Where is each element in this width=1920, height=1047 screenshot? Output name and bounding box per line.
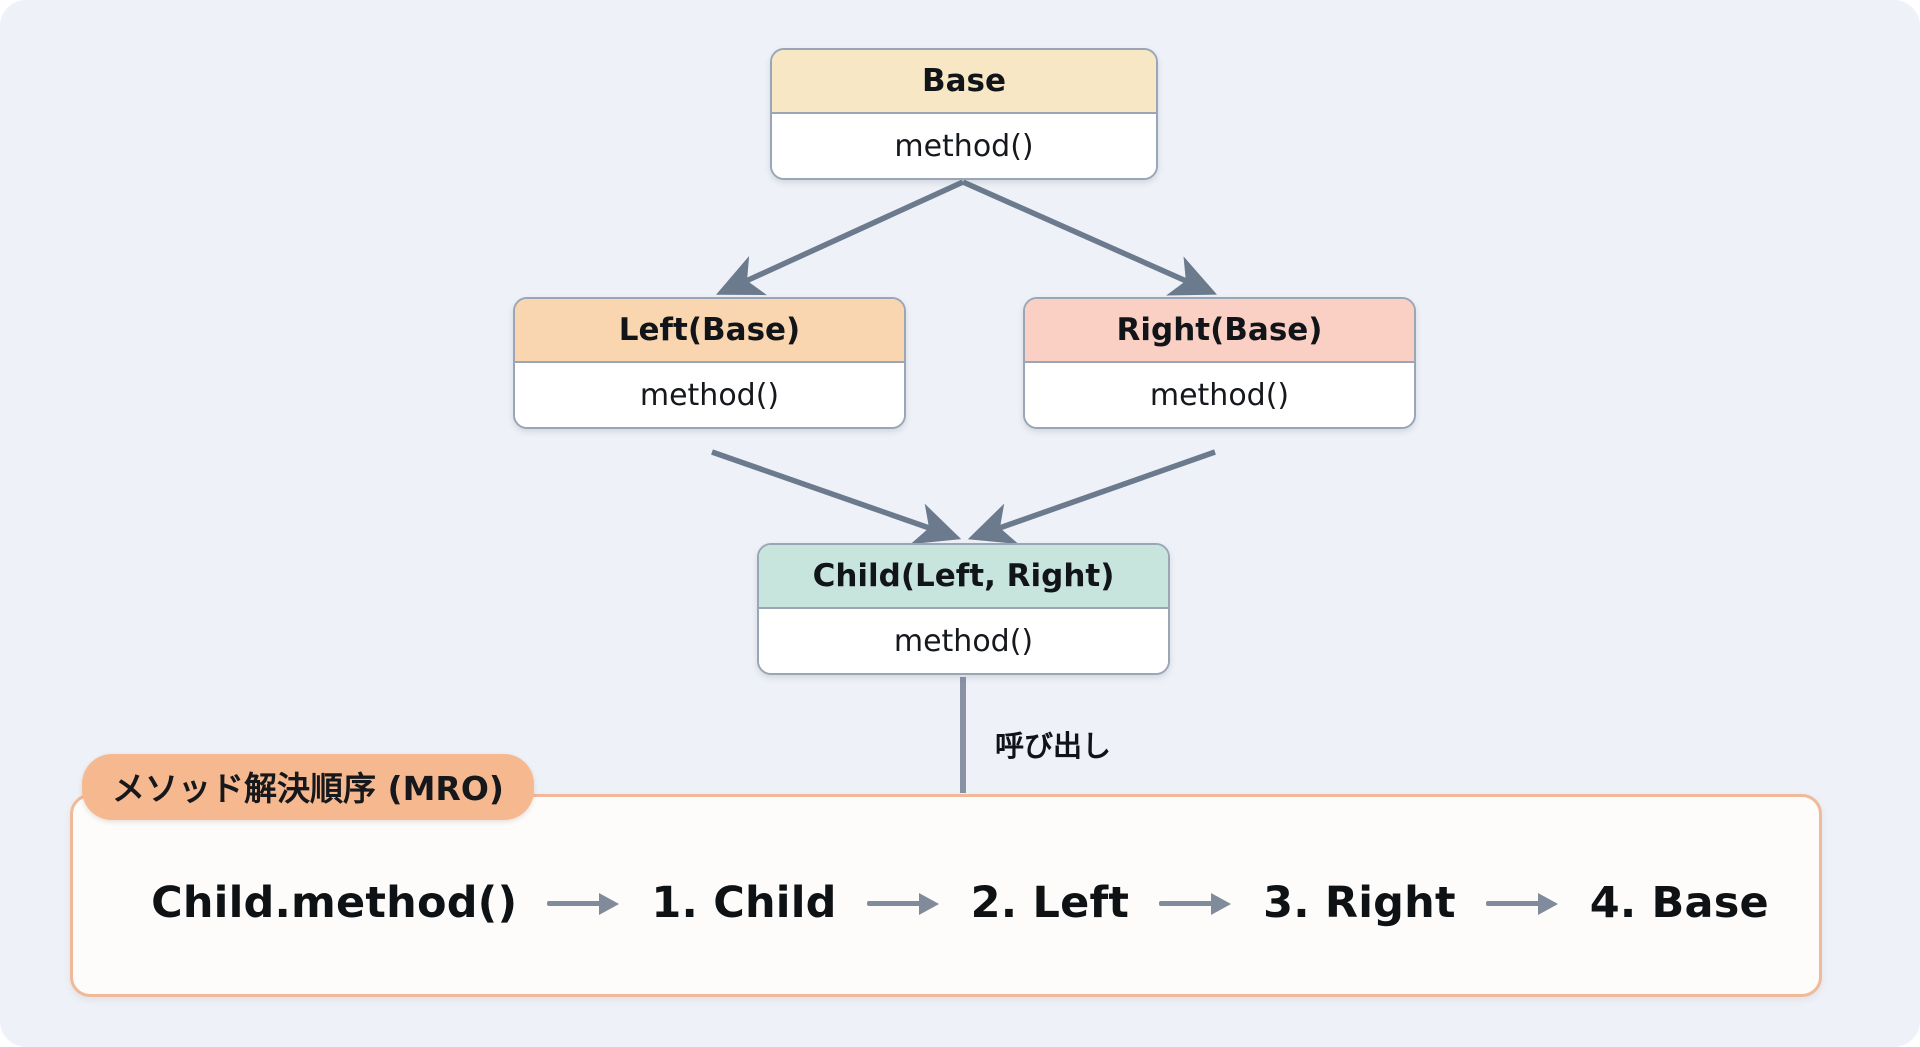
class-box-base[interactable]: Base method() [770,48,1158,180]
class-name-right: Right(Base) [1025,299,1414,363]
class-name-base: Base [772,50,1156,114]
mro-panel [70,794,1822,997]
edge-right-to-child [967,449,1216,545]
class-method-child: method() [759,609,1168,673]
class-name-child: Child(Left, Right) [759,545,1168,609]
class-method-base: method() [772,114,1156,178]
class-box-left[interactable]: Left(Base) method() [513,297,906,429]
edge-left-to-child [711,449,962,545]
class-box-child[interactable]: Child(Left, Right) method() [757,543,1170,675]
edge-base-to-left [715,179,965,296]
class-method-left: method() [515,363,904,427]
edge-base-to-right [961,179,1218,296]
mro-badge-label: メソッド解決順序 (MRO) [82,754,534,820]
class-name-left: Left(Base) [515,299,904,363]
call-label-child-to-mro: 呼び出し [995,729,1112,763]
class-method-right: method() [1025,363,1414,427]
class-box-right[interactable]: Right(Base) method() [1023,297,1416,429]
